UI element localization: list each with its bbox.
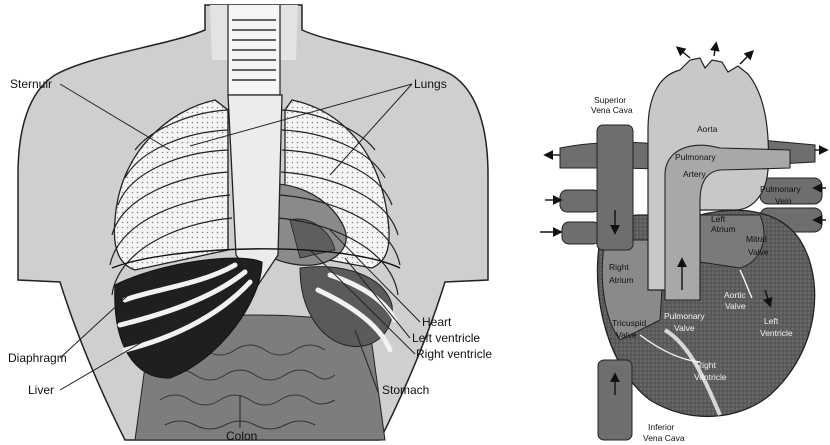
label-aorta: Aorta [697,124,718,134]
label-left-ventricle-2: Ventricle [760,328,793,338]
label-mitral-valve-2: Valve [748,247,769,257]
label-pulmonary-vein-1: Pulmonary [760,184,801,194]
label-pulmonary-vein-2: Vein [775,196,792,206]
label-inferior-vena-cava-1: Inferior [648,422,675,432]
label-right-atrium-1: Right [609,262,629,272]
label-superior-vena-cava-1: Superior [594,95,626,105]
trachea [228,5,280,95]
label-mitral-valve-1: Mitral [746,234,767,244]
label-tricuspid-valve-1: Tricuspid [612,318,646,328]
label-liver: Liver [28,383,54,397]
label-right-atrium-2: Atrium [609,275,634,285]
label-pulmonary-artery-1: Pulmonary [675,152,716,162]
label-superior-vena-cava-2: Vena Cava [591,105,633,115]
label-right-ventricle: Right ventricle [416,347,492,361]
inferior-vena-cava [598,360,632,440]
label-diaphragm: Diaphragm [8,351,67,365]
label-pulmonary-valve-1: Pulmonary [664,311,705,321]
label-pulmonary-valve-2: Valve [674,323,695,333]
label-pulmonary-artery-2: Artery [683,169,706,179]
label-tricuspid-valve-2: Valve [616,330,637,340]
label-sternum: Sternuir [10,77,52,91]
label-heart: Heart [422,315,452,329]
label-right-ventricle-1: Right [696,360,716,370]
label-colon: Colon [226,429,257,443]
label-right-ventricle-2: Ventricle [694,372,727,382]
label-left-ventricle-1: Left [764,316,779,326]
heart-illustration [540,44,826,440]
torso-illustration [18,5,488,440]
label-aortic-valve-2: Valve [725,301,746,311]
label-aortic-valve-1: Aortic [724,290,746,300]
label-left-ventricle: Left ventricle [412,331,480,345]
label-inferior-vena-cava-2: Vena Cava [643,433,685,443]
label-stomach: Stomach [382,383,429,397]
label-lungs: Lungs [414,77,447,91]
label-left-atrium-2: Atrium [711,224,736,234]
label-left-atrium-1: Left [711,214,726,224]
